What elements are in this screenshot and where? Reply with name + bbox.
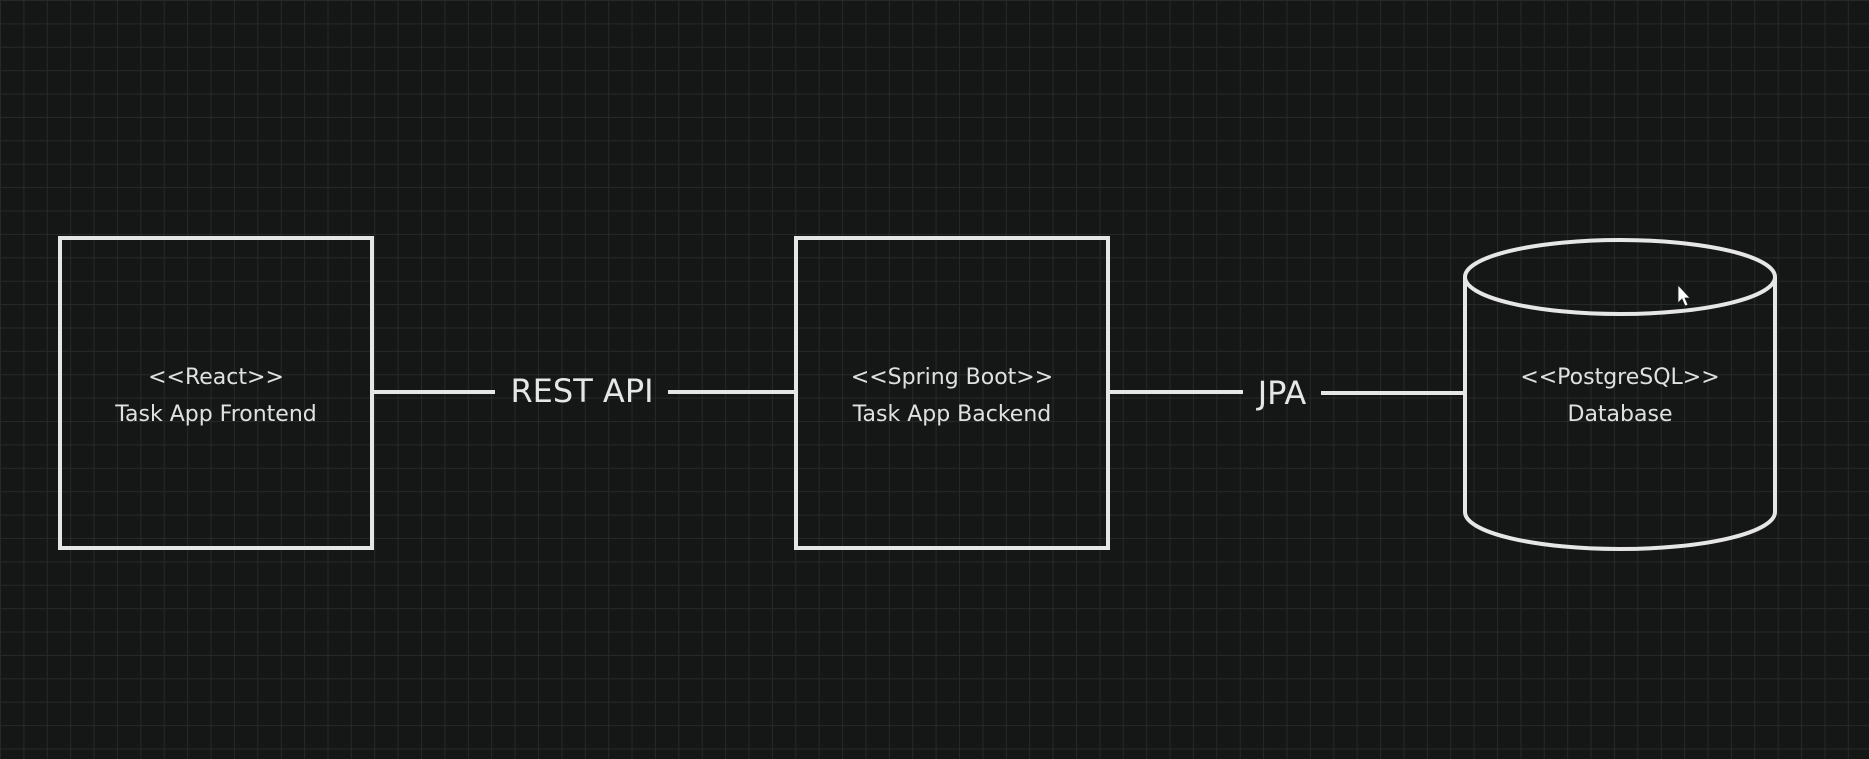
database-cylinder-body[interactable]: [1463, 277, 1777, 551]
node-backend-box[interactable]: [794, 236, 1110, 550]
mouse-cursor-icon: [1677, 283, 1691, 307]
edge-label-jpa: JPA: [1256, 374, 1307, 412]
node-frontend-stereotype: <<React>>: [148, 365, 284, 390]
node-backend[interactable]: <<Spring Boot>> Task App Backend: [794, 236, 1110, 550]
node-frontend-name: Task App Frontend: [114, 402, 317, 427]
edge-label-rest-api: REST API: [510, 372, 653, 410]
node-frontend[interactable]: <<React>> Task App Frontend: [58, 236, 374, 550]
node-backend-name: Task App Backend: [852, 402, 1052, 427]
node-backend-stereotype: <<Spring Boot>>: [851, 365, 1053, 390]
node-database[interactable]: <<PostgreSQL>> Database: [1463, 238, 1777, 551]
database-cylinder-top[interactable]: [1463, 238, 1777, 316]
node-database-stereotype: <<PostgreSQL>>: [1520, 365, 1719, 390]
node-frontend-box[interactable]: [58, 236, 374, 550]
node-database-name: Database: [1568, 402, 1673, 427]
